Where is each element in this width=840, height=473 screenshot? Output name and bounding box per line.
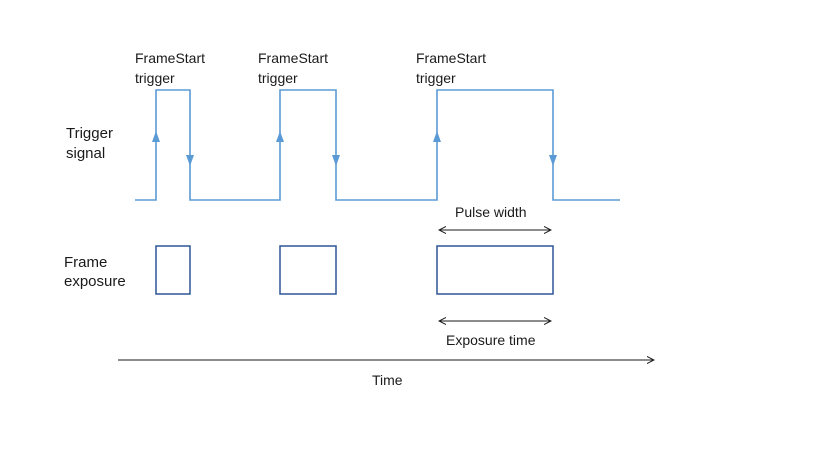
down-arrow-icon: [186, 155, 194, 166]
up-arrow-icon: [433, 131, 441, 142]
down-arrow-icon: [332, 155, 340, 166]
frame-exposure-row-label-line2: exposure: [64, 273, 126, 290]
pulse-width-label: Pulse width: [455, 204, 527, 220]
exposure-time-label: Exposure time: [446, 332, 536, 348]
trigger-label-2-line2: trigger: [258, 70, 298, 86]
trigger-signal-row-label-line1: Trigger: [66, 125, 113, 142]
frame-exposure-row-label-line1: Frame: [64, 254, 107, 271]
trigger-signal-waveform: [135, 89, 620, 201]
up-arrow-icon: [276, 131, 284, 142]
trigger-label-3-line2: trigger: [416, 70, 456, 86]
up-arrow-icon: [152, 131, 160, 142]
time-axis-label: Time: [372, 372, 403, 388]
trigger-signal-row-label-line2: signal: [66, 145, 105, 162]
exposure-box-1: [155, 245, 191, 295]
trigger-label-3-line1: FrameStart: [416, 50, 486, 66]
exposure-box-2: [279, 245, 337, 295]
trigger-label-2-line1: FrameStart: [258, 50, 328, 66]
trigger-label-1-line1: FrameStart: [135, 50, 205, 66]
trigger-label-1-line2: trigger: [135, 70, 175, 86]
down-arrow-icon: [549, 155, 557, 166]
exposure-box-3: [436, 245, 554, 295]
